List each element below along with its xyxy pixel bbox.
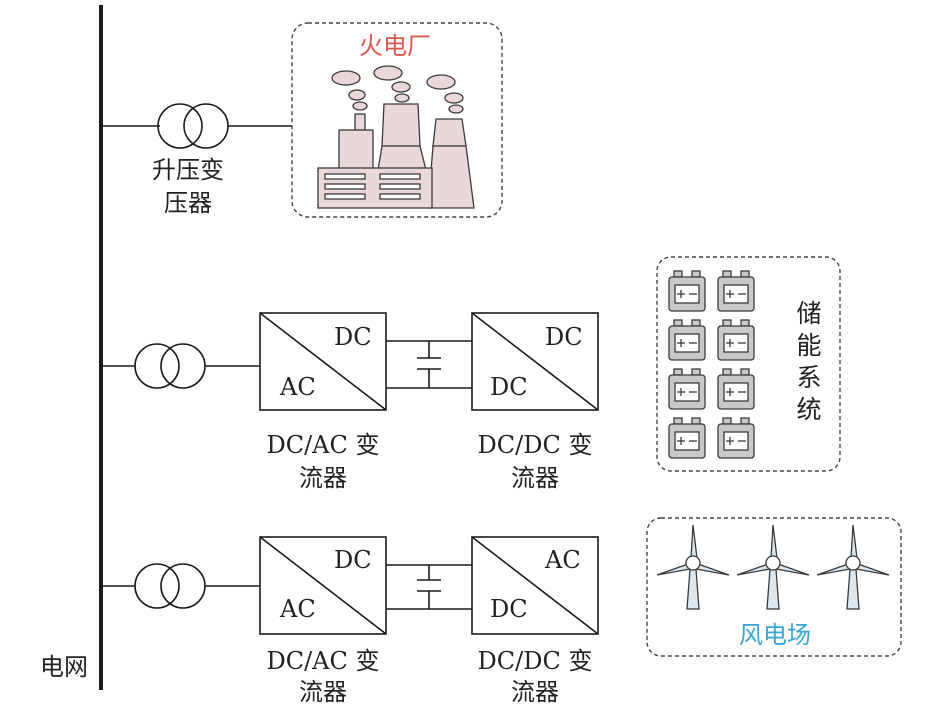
storage-transformer-coil-1 (134, 343, 180, 389)
wind-turbines (656, 524, 890, 610)
wind-dcdc-converter (471, 536, 599, 635)
battery-grid (668, 270, 755, 459)
storage-dcdc-bottom-text: DC (490, 373, 528, 401)
storage-label-char: 储 (796, 299, 822, 328)
wind-turbine-icon (656, 524, 730, 610)
storage-dcac-label-line2: 流器 (299, 464, 347, 492)
wind-transformer-coil-2 (160, 563, 206, 609)
battery-icon (668, 368, 706, 410)
battery-icon (668, 270, 706, 312)
wind-dcac-label-line1: DC/AC 变 (266, 647, 380, 675)
storage-label-char: 系 (796, 363, 822, 392)
wind-dcdc-label-line1: DC/DC 变 (477, 647, 593, 675)
thermal-plant-icon (317, 65, 475, 209)
wind-dcac-label-line2: 流器 (299, 678, 347, 706)
wind-farm-box (646, 517, 902, 657)
wind-farm-label: 风电场 (739, 621, 811, 649)
storage-dcac-label-line1: DC/AC 变 (266, 431, 380, 459)
wind-turbine-icon (816, 524, 890, 610)
battery-icon (668, 417, 706, 459)
storage-label-char: 能 (796, 331, 822, 360)
battery-icon (717, 368, 755, 410)
step-up-transformer-coil-2 (183, 103, 229, 149)
storage-dcac-dc-text: DC (334, 323, 372, 351)
step-up-transformer-coil-1 (157, 103, 203, 149)
thermal-plant-box (291, 22, 503, 218)
storage-label-char: 统 (796, 395, 822, 424)
battery-icon (668, 319, 706, 361)
battery-icon (717, 270, 755, 312)
storage-dcac-ac-text: AC (280, 373, 316, 401)
storage-transformer-coil-2 (160, 343, 206, 389)
storage-dcdc-label-line1: DC/DC 变 (477, 431, 593, 459)
storage-system-label: 储 能 系 统 (794, 299, 824, 427)
wind-dcdc-bottom-text: DC (490, 595, 528, 623)
storage-branch-wiring (101, 312, 599, 411)
battery-icon (717, 417, 755, 459)
thermal-branch (101, 103, 292, 149)
transformer-label-line1: 升压变 (152, 156, 224, 184)
storage-system-box (656, 256, 841, 472)
storage-dcdc-converter (471, 312, 599, 411)
wind-dcdc-top-text: AC (545, 546, 581, 574)
wind-turbine-icon (736, 524, 810, 610)
wind-transformer-coil-1 (134, 563, 180, 609)
wind-dcdc-label-line2: 流器 (511, 678, 559, 706)
storage-dcdc-label-line2: 流器 (511, 464, 559, 492)
grid-label: 电网 (40, 653, 88, 681)
storage-dcdc-top-text: DC (545, 323, 583, 351)
wind-branch-wiring (101, 536, 599, 635)
transformer-label-line2: 压器 (164, 189, 212, 217)
battery-icon (717, 319, 755, 361)
wind-dcac-ac-text: AC (280, 595, 316, 623)
wind-dcac-dc-text: DC (334, 546, 372, 574)
wind-dcac-converter (259, 536, 387, 635)
thermal-plant-title: 火电厂 (359, 32, 431, 60)
storage-dcac-converter (259, 312, 387, 411)
